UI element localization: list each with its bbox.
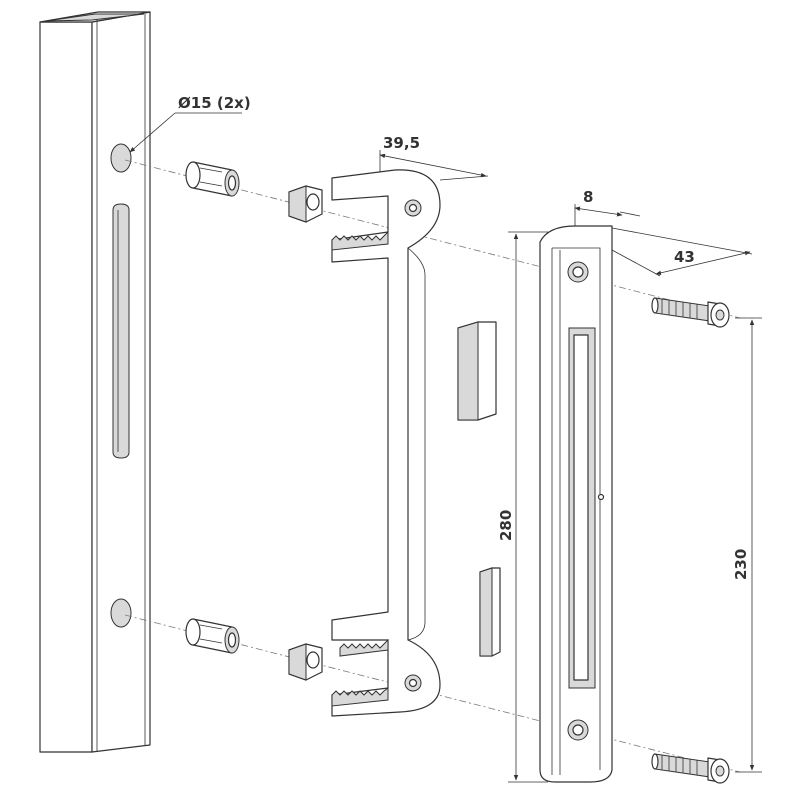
upper-square-nut — [288, 185, 323, 223]
lower-spacer-block — [479, 567, 501, 657]
bracket-width-label: 39,5 — [383, 134, 420, 152]
dimension-plate-height: 280 — [497, 231, 548, 783]
plate-depth-label: 43 — [674, 248, 695, 266]
upper-screw — [651, 297, 730, 328]
upper-post-hole — [110, 143, 132, 173]
dimension-hole-diameter: Ø15 (2x) — [129, 94, 251, 153]
strike-plate — [539, 225, 613, 783]
lower-post-hole — [110, 598, 132, 628]
dimension-bracket-width: 39,5 — [379, 134, 489, 181]
adapter-bracket — [331, 169, 441, 717]
screw-spacing-label: 230 — [732, 549, 750, 580]
dimension-plate-depth: 43 — [611, 227, 753, 277]
lower-square-nut — [288, 643, 323, 681]
upper-spacer-block — [457, 321, 497, 421]
lower-screw — [651, 753, 730, 784]
plate-height-label: 280 — [497, 510, 515, 541]
upper-sleeve-insert — [185, 161, 240, 197]
hole-diameter-label: Ø15 (2x) — [178, 94, 251, 112]
post-slot — [112, 203, 130, 459]
plate-offset-label: 8 — [583, 188, 593, 206]
dimension-screw-spacing: 230 — [732, 317, 762, 773]
lower-sleeve-insert — [185, 618, 240, 654]
square-post — [39, 11, 151, 753]
dimension-plate-offset: 8 — [574, 188, 641, 226]
